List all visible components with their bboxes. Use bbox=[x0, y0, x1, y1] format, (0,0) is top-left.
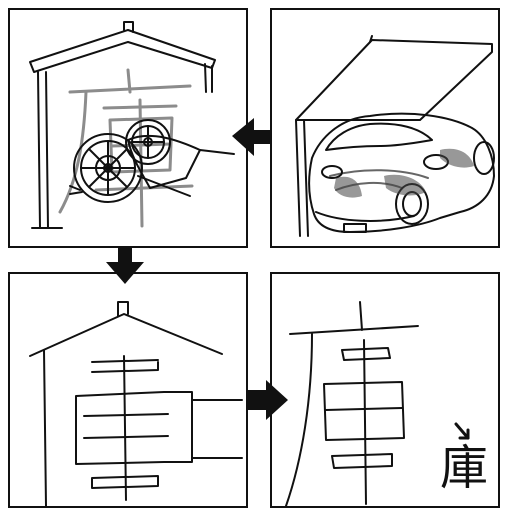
character-sketch-final bbox=[286, 302, 418, 506]
shed-illustration bbox=[30, 22, 215, 228]
car-shading bbox=[334, 149, 474, 198]
character-sketch-roof bbox=[30, 302, 242, 506]
arrow-right-icon bbox=[248, 380, 288, 420]
final-character: 庫 bbox=[440, 440, 488, 496]
car-illustration bbox=[309, 114, 494, 232]
small-arrow-icon bbox=[456, 424, 468, 438]
arrow-left-icon bbox=[232, 118, 270, 156]
arrow-down-icon bbox=[106, 246, 144, 284]
